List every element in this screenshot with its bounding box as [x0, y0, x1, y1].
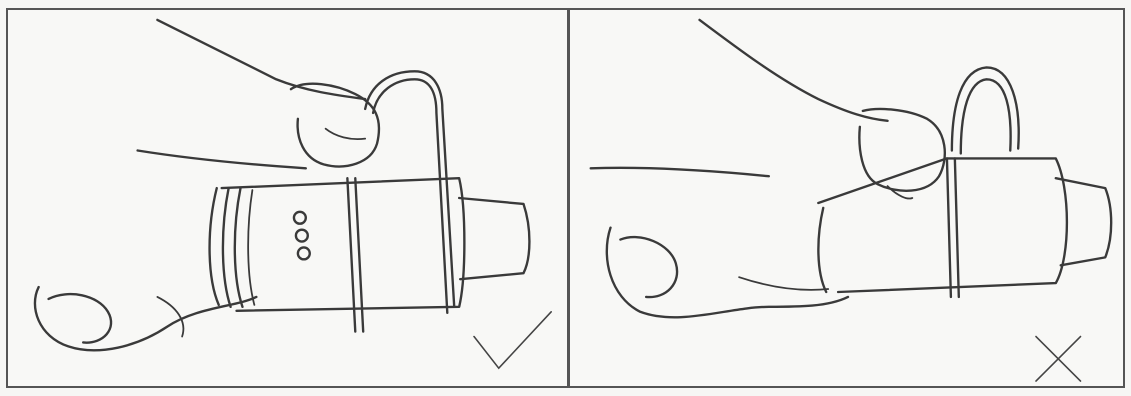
correct-illustration: [8, 10, 567, 386]
cylinder: [210, 178, 530, 311]
panel-correct: [6, 8, 569, 388]
panel-incorrect: [568, 8, 1125, 388]
x-mark: [1036, 337, 1081, 382]
upper-hand: [591, 20, 945, 199]
incorrect-illustration: [570, 10, 1123, 386]
lower-hand: [35, 287, 256, 350]
strap: [347, 71, 454, 331]
check-mark: [474, 312, 551, 368]
strap: [947, 67, 1019, 297]
lower-hand: [607, 228, 848, 318]
upper-hand: [138, 20, 379, 168]
cylinder: [818, 158, 1111, 292]
